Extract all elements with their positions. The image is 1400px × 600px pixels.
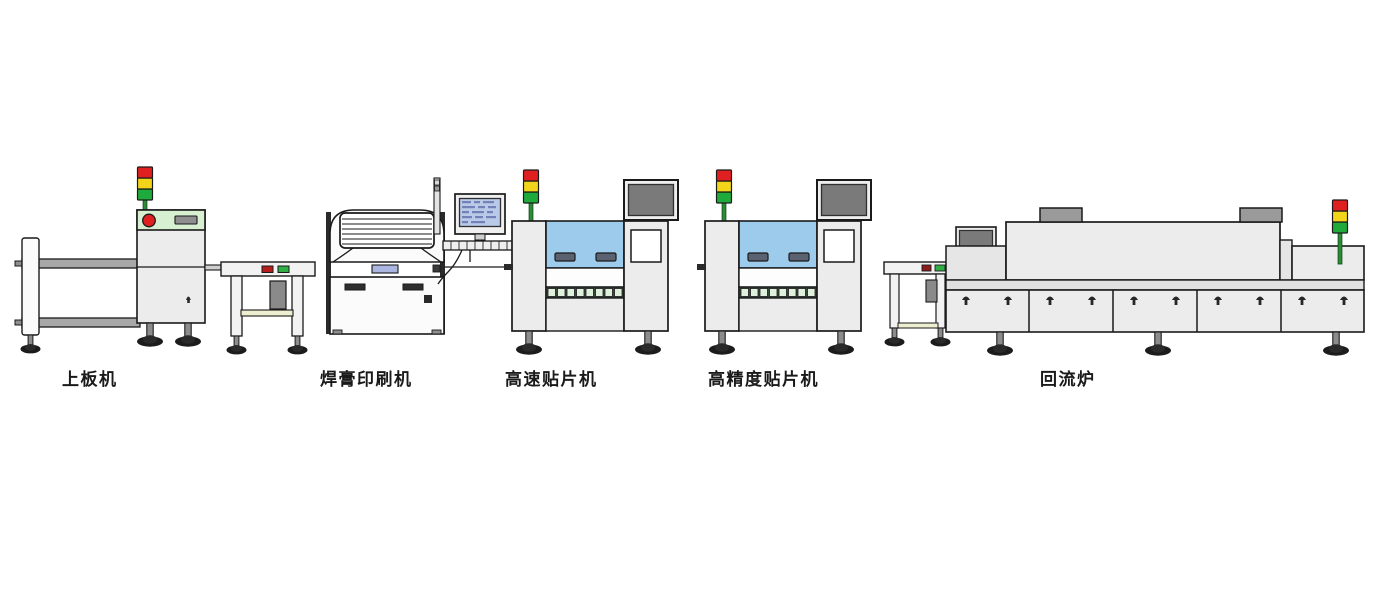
hs-mounter-feeder-bank[interactable] <box>545 286 625 299</box>
hs-mounter-handle-right[interactable] <box>595 252 617 262</box>
hp-mounter-access-panel[interactable] <box>823 229 855 263</box>
hp-mounter-mid-band <box>738 267 818 288</box>
loader-magazine-post <box>21 237 40 336</box>
printer-drawer-handle-right[interactable] <box>402 283 424 291</box>
printer-drawer-handle-left[interactable] <box>344 283 366 291</box>
printer-tower-light <box>433 177 441 235</box>
oven-inlet-foot-left <box>884 327 905 347</box>
hp-mounter-foot-left <box>708 330 736 356</box>
hs-mounter-monitor-screen <box>627 183 675 217</box>
station-board-loader[interactable]: 上板机 <box>14 166 316 390</box>
hp-mounter-left-column <box>704 220 740 332</box>
oven-foot-3 <box>1322 331 1350 357</box>
conveyor-indicator-red <box>261 265 274 273</box>
station-label-high-precision-mounter: 高精度贴片机 <box>708 369 819 390</box>
oven-conveyor-indicator-red <box>921 264 932 272</box>
station-solder-paste-printer[interactable]: 焊膏印刷机 <box>320 177 525 390</box>
conveyor-indicator-green <box>277 265 290 273</box>
station-reflow-oven[interactable]: 回流炉 <box>883 199 1365 390</box>
loader-display <box>174 215 198 225</box>
hs-mounter-monitor[interactable] <box>623 179 679 221</box>
station-label-high-speed-mounter: 高速贴片机 <box>505 369 598 390</box>
loader-post-foot <box>20 334 41 354</box>
oven-conveyor-indicator-green <box>934 264 946 272</box>
oven-exhaust-block-1 <box>1039 207 1083 223</box>
hs-mounter-left-column <box>511 220 547 332</box>
hs-mounter-foot-left <box>515 330 543 356</box>
oven-foot-1 <box>986 331 1014 357</box>
station-high-speed-mounter[interactable]: 高速贴片机 <box>504 169 679 390</box>
oven-foot-2 <box>1144 331 1172 357</box>
station-high-precision-mounter[interactable]: 高精度贴片机 <box>697 169 872 390</box>
hs-mounter-foot-right <box>634 330 662 356</box>
loader-output-link <box>204 264 222 271</box>
oven-inlet-conveyor[interactable] <box>883 261 957 329</box>
hp-mounter-handle-right[interactable] <box>788 252 810 262</box>
loader-cabinet <box>136 209 206 324</box>
hp-mounter-foot-right <box>827 330 855 356</box>
oven-exit-housing <box>1291 245 1365 281</box>
printer-window <box>339 212 435 249</box>
loader-foot-left <box>136 322 164 348</box>
printer-readout-display <box>371 264 399 274</box>
oven-tunnel-housing <box>1005 221 1281 281</box>
station-label-board-loader: 上板机 <box>62 369 118 390</box>
oven-door-bank <box>945 289 1365 333</box>
station-label-reflow-oven: 回流炉 <box>1040 369 1096 390</box>
station-label-solder-paste-printer: 焊膏印刷机 <box>320 369 413 390</box>
oven-conveyor-control-box[interactable] <box>925 279 938 303</box>
oven-door-latches <box>962 296 1348 305</box>
hs-mounter-mid-band <box>545 267 625 288</box>
hp-mounter-monitor-screen <box>820 183 868 217</box>
loader-conveyor[interactable] <box>220 261 316 337</box>
conveyor-foot-right <box>287 335 308 355</box>
oven-exhaust-block-2 <box>1239 207 1283 223</box>
printer-monitor[interactable] <box>454 193 506 241</box>
hp-mounter-feeder-bank[interactable] <box>738 286 818 299</box>
conveyor-foot-left <box>226 335 247 355</box>
hp-mounter-handle-left[interactable] <box>747 252 769 262</box>
loader-foot-right <box>174 322 202 348</box>
oven-entry-housing <box>945 245 1007 281</box>
hs-mounter-access-panel[interactable] <box>630 229 662 263</box>
conveyor-control-box[interactable] <box>269 280 287 310</box>
hs-mounter-handle-left[interactable] <box>554 252 576 262</box>
hp-mounter-monitor[interactable] <box>816 179 872 221</box>
loader-emergency-stop-button[interactable] <box>142 213 156 228</box>
